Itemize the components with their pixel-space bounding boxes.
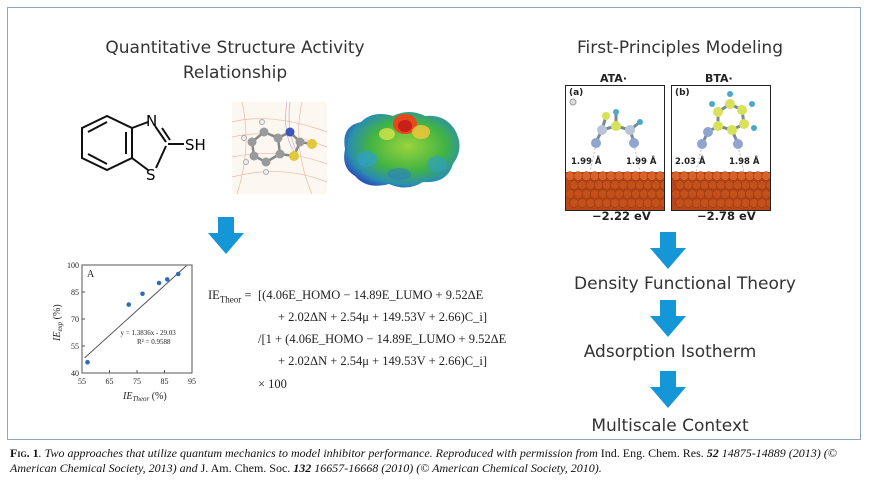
panel-a-bond1: 1.99 Å xyxy=(571,157,602,167)
step-adsorption-isotherm: Adsorption Isotherm xyxy=(583,342,757,362)
equation-line-1: [(4.06E_HOMO − 14.89E_LUMO + 9.52ΔE xyxy=(258,288,484,302)
equation-line-2: + 2.02ΔN + 2.54μ + 149.53V + 2.66)C_i] xyxy=(278,310,488,324)
fit-equation: y = 1.3836x - 29.03 xyxy=(121,329,177,337)
data-point xyxy=(164,277,170,282)
down-arrow-icon xyxy=(650,371,686,408)
atom-n: N xyxy=(146,112,157,130)
y-tick-label: 85 xyxy=(71,288,79,297)
x-tick-label: 85 xyxy=(161,377,169,386)
fit-line xyxy=(84,265,187,359)
x-tick-label: 65 xyxy=(106,377,114,386)
data-point xyxy=(156,280,162,286)
x-tick-label: 55 xyxy=(78,377,86,386)
data-point xyxy=(175,271,181,277)
atom-s: S xyxy=(146,166,156,184)
panel-b-bond1: 2.03 Å xyxy=(675,157,706,167)
qsar-title: Quantitative Structure Activity Relation… xyxy=(105,38,365,83)
copper-slab-a xyxy=(566,171,664,210)
panel-b-tag: (b) xyxy=(675,88,690,98)
x-tick-label: 95 xyxy=(188,377,196,386)
equation-line-4: + 2.02ΔN + 2.54μ + 149.53V + 2.66)C_i] xyxy=(278,354,488,368)
data-point xyxy=(126,302,132,307)
panel-b-header: BTA· xyxy=(705,72,733,85)
panel-b-bond2: 1.98 Å xyxy=(729,157,760,167)
equation-line-3: /[1 + (4.06E_HOMO − 14.89E_LUMO + 9.52ΔE xyxy=(258,332,507,346)
y-tick-label: 55 xyxy=(71,342,79,351)
figure-frame xyxy=(7,7,861,440)
plot-frame xyxy=(81,264,193,374)
energy-a: −2.22 eV xyxy=(592,209,651,223)
y-tick-label: 100 xyxy=(67,261,79,270)
down-arrow-icon xyxy=(650,232,686,269)
data-point xyxy=(140,291,145,297)
panel-a-tag: (a) xyxy=(569,88,584,98)
down-arrow-icon xyxy=(650,300,686,337)
data-point xyxy=(85,359,90,365)
sh-label: SH xyxy=(185,136,206,154)
copper-slab-b xyxy=(672,171,770,210)
molecule-structure: N S SH xyxy=(81,112,206,184)
adsorption-panel-a: (a) 1.99 Å 1.99 Å xyxy=(565,85,665,211)
panel-label: A xyxy=(87,269,95,280)
electrostatic-potential-surface xyxy=(344,112,460,188)
y-tick-label: 40 xyxy=(71,369,79,378)
x-tick-label: 75 xyxy=(133,377,141,386)
down-arrow-icon xyxy=(208,217,244,254)
step-dft: Density Functional Theory xyxy=(574,274,796,294)
y-axis-label: IEexp (%) xyxy=(52,304,64,342)
x-axis-label: IETheor (%) xyxy=(122,391,167,403)
fit-r2: R² = 0.9588 xyxy=(137,338,171,346)
step-multiscale-context: Multiscale Context xyxy=(591,416,749,436)
panel-a-header: ATA· xyxy=(600,72,628,85)
y-tick-label: 70 xyxy=(71,315,79,324)
first-principles-title: First-Principles Modeling xyxy=(577,38,783,58)
energy-b: −2.78 eV xyxy=(697,209,756,223)
adsorption-panel-b: (b) 2.03 Å 1.98 Å xyxy=(671,85,771,211)
equation-line-5: × 100 xyxy=(258,377,287,391)
figure-caption: Fig. 1. Two approaches that utilize quan… xyxy=(10,446,837,475)
ball-stick-model xyxy=(232,102,327,194)
panel-a-bond2: 1.99 Å xyxy=(626,157,657,167)
